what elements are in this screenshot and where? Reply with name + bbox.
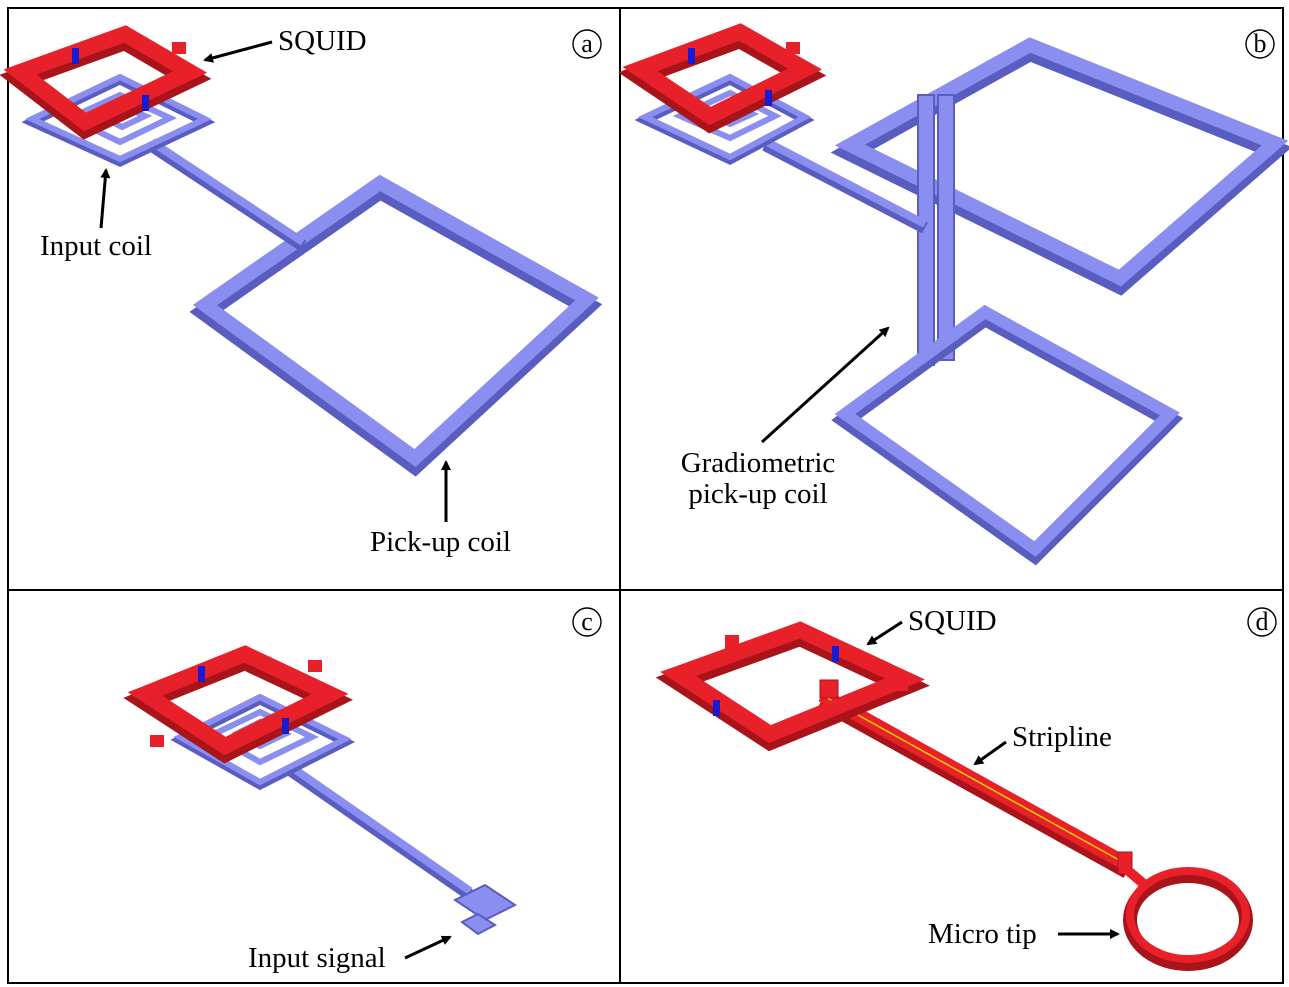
panel-frames (7, 7, 1284, 984)
gradiometric-label-line1: Gradiometric (681, 447, 836, 479)
pickup-coil-label: Pick-up coil (370, 526, 511, 558)
micro-tip-label: Micro tip (928, 918, 1037, 950)
panel-b-marker (1245, 29, 1275, 59)
squid-arrow (203, 40, 273, 63)
panel-a-label: a (581, 29, 593, 58)
squid-arrow (866, 620, 903, 646)
gradiometric-label-line2: pick-up coil (688, 478, 827, 510)
squid-label: SQUID (278, 25, 367, 57)
panel-d: SQUID Stripline Micro tip d (655, 605, 1277, 971)
coil-leads (762, 137, 928, 234)
panel-b-label: b (1254, 29, 1267, 58)
input-signal-label: Input signal (248, 942, 386, 974)
josephson-junction-icon (765, 90, 772, 106)
josephson-junction-icon (688, 48, 695, 64)
micro-tip (1121, 864, 1253, 971)
squid-label: SQUID (908, 605, 997, 637)
panel-c-marker (572, 607, 602, 637)
stripline-label: Stripline (1012, 721, 1112, 753)
gradiometric-arrow (760, 326, 890, 444)
input-lead (286, 762, 474, 900)
josephson-junction-icon (72, 48, 79, 64)
gradiometric-lower-loop (831, 304, 1184, 566)
stripline-arrow (973, 740, 1007, 766)
stripline (817, 688, 1133, 878)
josephson-junction-icon (142, 95, 149, 111)
input-coil-arrow (99, 168, 111, 229)
gradiometric-posts (917, 94, 955, 366)
panel-a: SQUID Input coil Pick-up coil a (0, 25, 603, 558)
panel-a-marker (572, 29, 602, 59)
josephson-junction-icon (282, 718, 289, 734)
gradiometric-upper-loop (830, 37, 1289, 296)
coil-leads (148, 138, 307, 252)
pickup-coil (189, 174, 603, 477)
squid-washer (655, 621, 930, 752)
squid-washer (0, 25, 212, 140)
squid-washer (123, 645, 353, 764)
panel-d-label: d (1256, 607, 1269, 636)
josephson-junction-icon (832, 646, 839, 662)
input-coil-label: Input coil (40, 230, 152, 262)
panel-b: Gradiometric pick-up coil b (618, 23, 1289, 566)
squid-washer (618, 23, 827, 134)
input-signal-arrow (404, 935, 452, 960)
josephson-junction-icon (198, 666, 205, 682)
panel-c: Input signal c (123, 607, 602, 974)
panel-c-label: c (581, 607, 593, 636)
panel-d-marker (1247, 607, 1277, 637)
josephson-junction-icon (713, 700, 720, 716)
input-pads (453, 883, 517, 936)
